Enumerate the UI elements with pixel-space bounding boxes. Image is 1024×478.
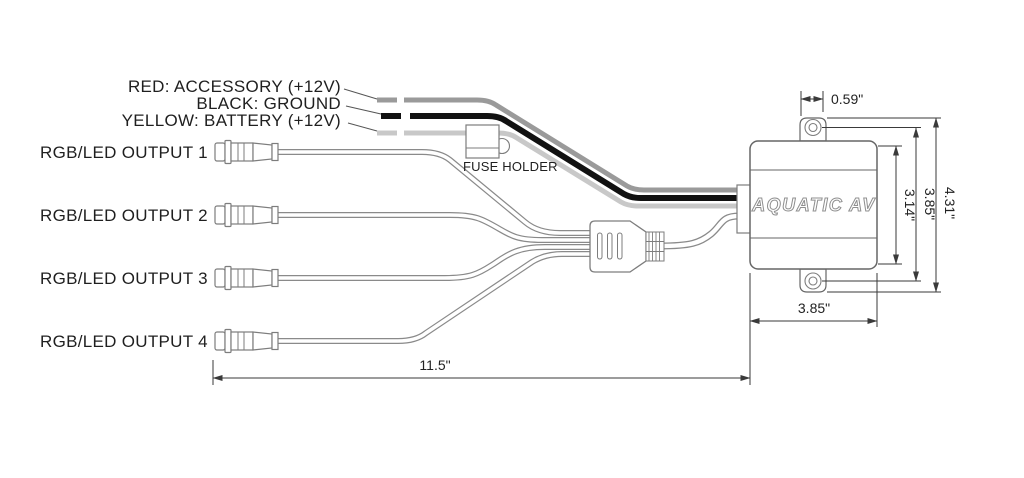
power-wire-yellow bbox=[377, 130, 739, 209]
splitter-block bbox=[589, 220, 665, 273]
controller-device: AQUATIC AV bbox=[736, 117, 878, 293]
label-leader-lines bbox=[343, 88, 382, 132]
output-wires bbox=[278, 149, 592, 344]
dim-harness-length: 11.5" bbox=[419, 357, 450, 373]
label-output-3: RGB/LED OUTPUT 3 bbox=[40, 269, 208, 288]
dimension-annotations: 0.59" 3.14" 3.85" 4.31" 3.85" 11.5" bbox=[212, 91, 958, 385]
label-red-wire: RED: ACCESSORY (+12V) bbox=[128, 77, 341, 96]
rgb-connector-2 bbox=[214, 202, 279, 228]
mounting-tab-bottom bbox=[799, 268, 827, 293]
mounting-tab-top bbox=[799, 117, 827, 142]
caption-labels: RED: ACCESSORY (+12V) BLACK: GROUND YELL… bbox=[40, 77, 558, 351]
power-wire-red bbox=[377, 97, 739, 193]
rgb-connector-1 bbox=[214, 139, 279, 165]
device-input-socket bbox=[736, 184, 752, 234]
label-output-4: RGB/LED OUTPUT 4 bbox=[40, 332, 208, 351]
device-body bbox=[749, 140, 878, 270]
power-wire-black bbox=[381, 113, 739, 201]
label-output-2: RGB/LED OUTPUT 2 bbox=[40, 206, 208, 225]
brand-logo: AQUATIC AV bbox=[751, 195, 876, 215]
dim-tab-offset: 0.59" bbox=[831, 91, 863, 107]
label-fuse-holder: FUSE HOLDER bbox=[463, 159, 558, 174]
label-output-1: RGB/LED OUTPUT 1 bbox=[40, 143, 208, 162]
rgb-connector-3 bbox=[214, 265, 279, 291]
fuse-holder bbox=[465, 124, 511, 159]
dim-body-width: 3.85" bbox=[798, 300, 830, 316]
dim-overall-height: 4.31" bbox=[942, 187, 958, 219]
splitter-threads bbox=[645, 231, 665, 262]
label-yellow-wire: YELLOW: BATTERY (+12V) bbox=[122, 111, 341, 130]
rgb-connector-4 bbox=[214, 328, 279, 354]
splitter-lead-wire bbox=[659, 212, 740, 250]
label-black-wire: BLACK: GROUND bbox=[196, 94, 341, 113]
